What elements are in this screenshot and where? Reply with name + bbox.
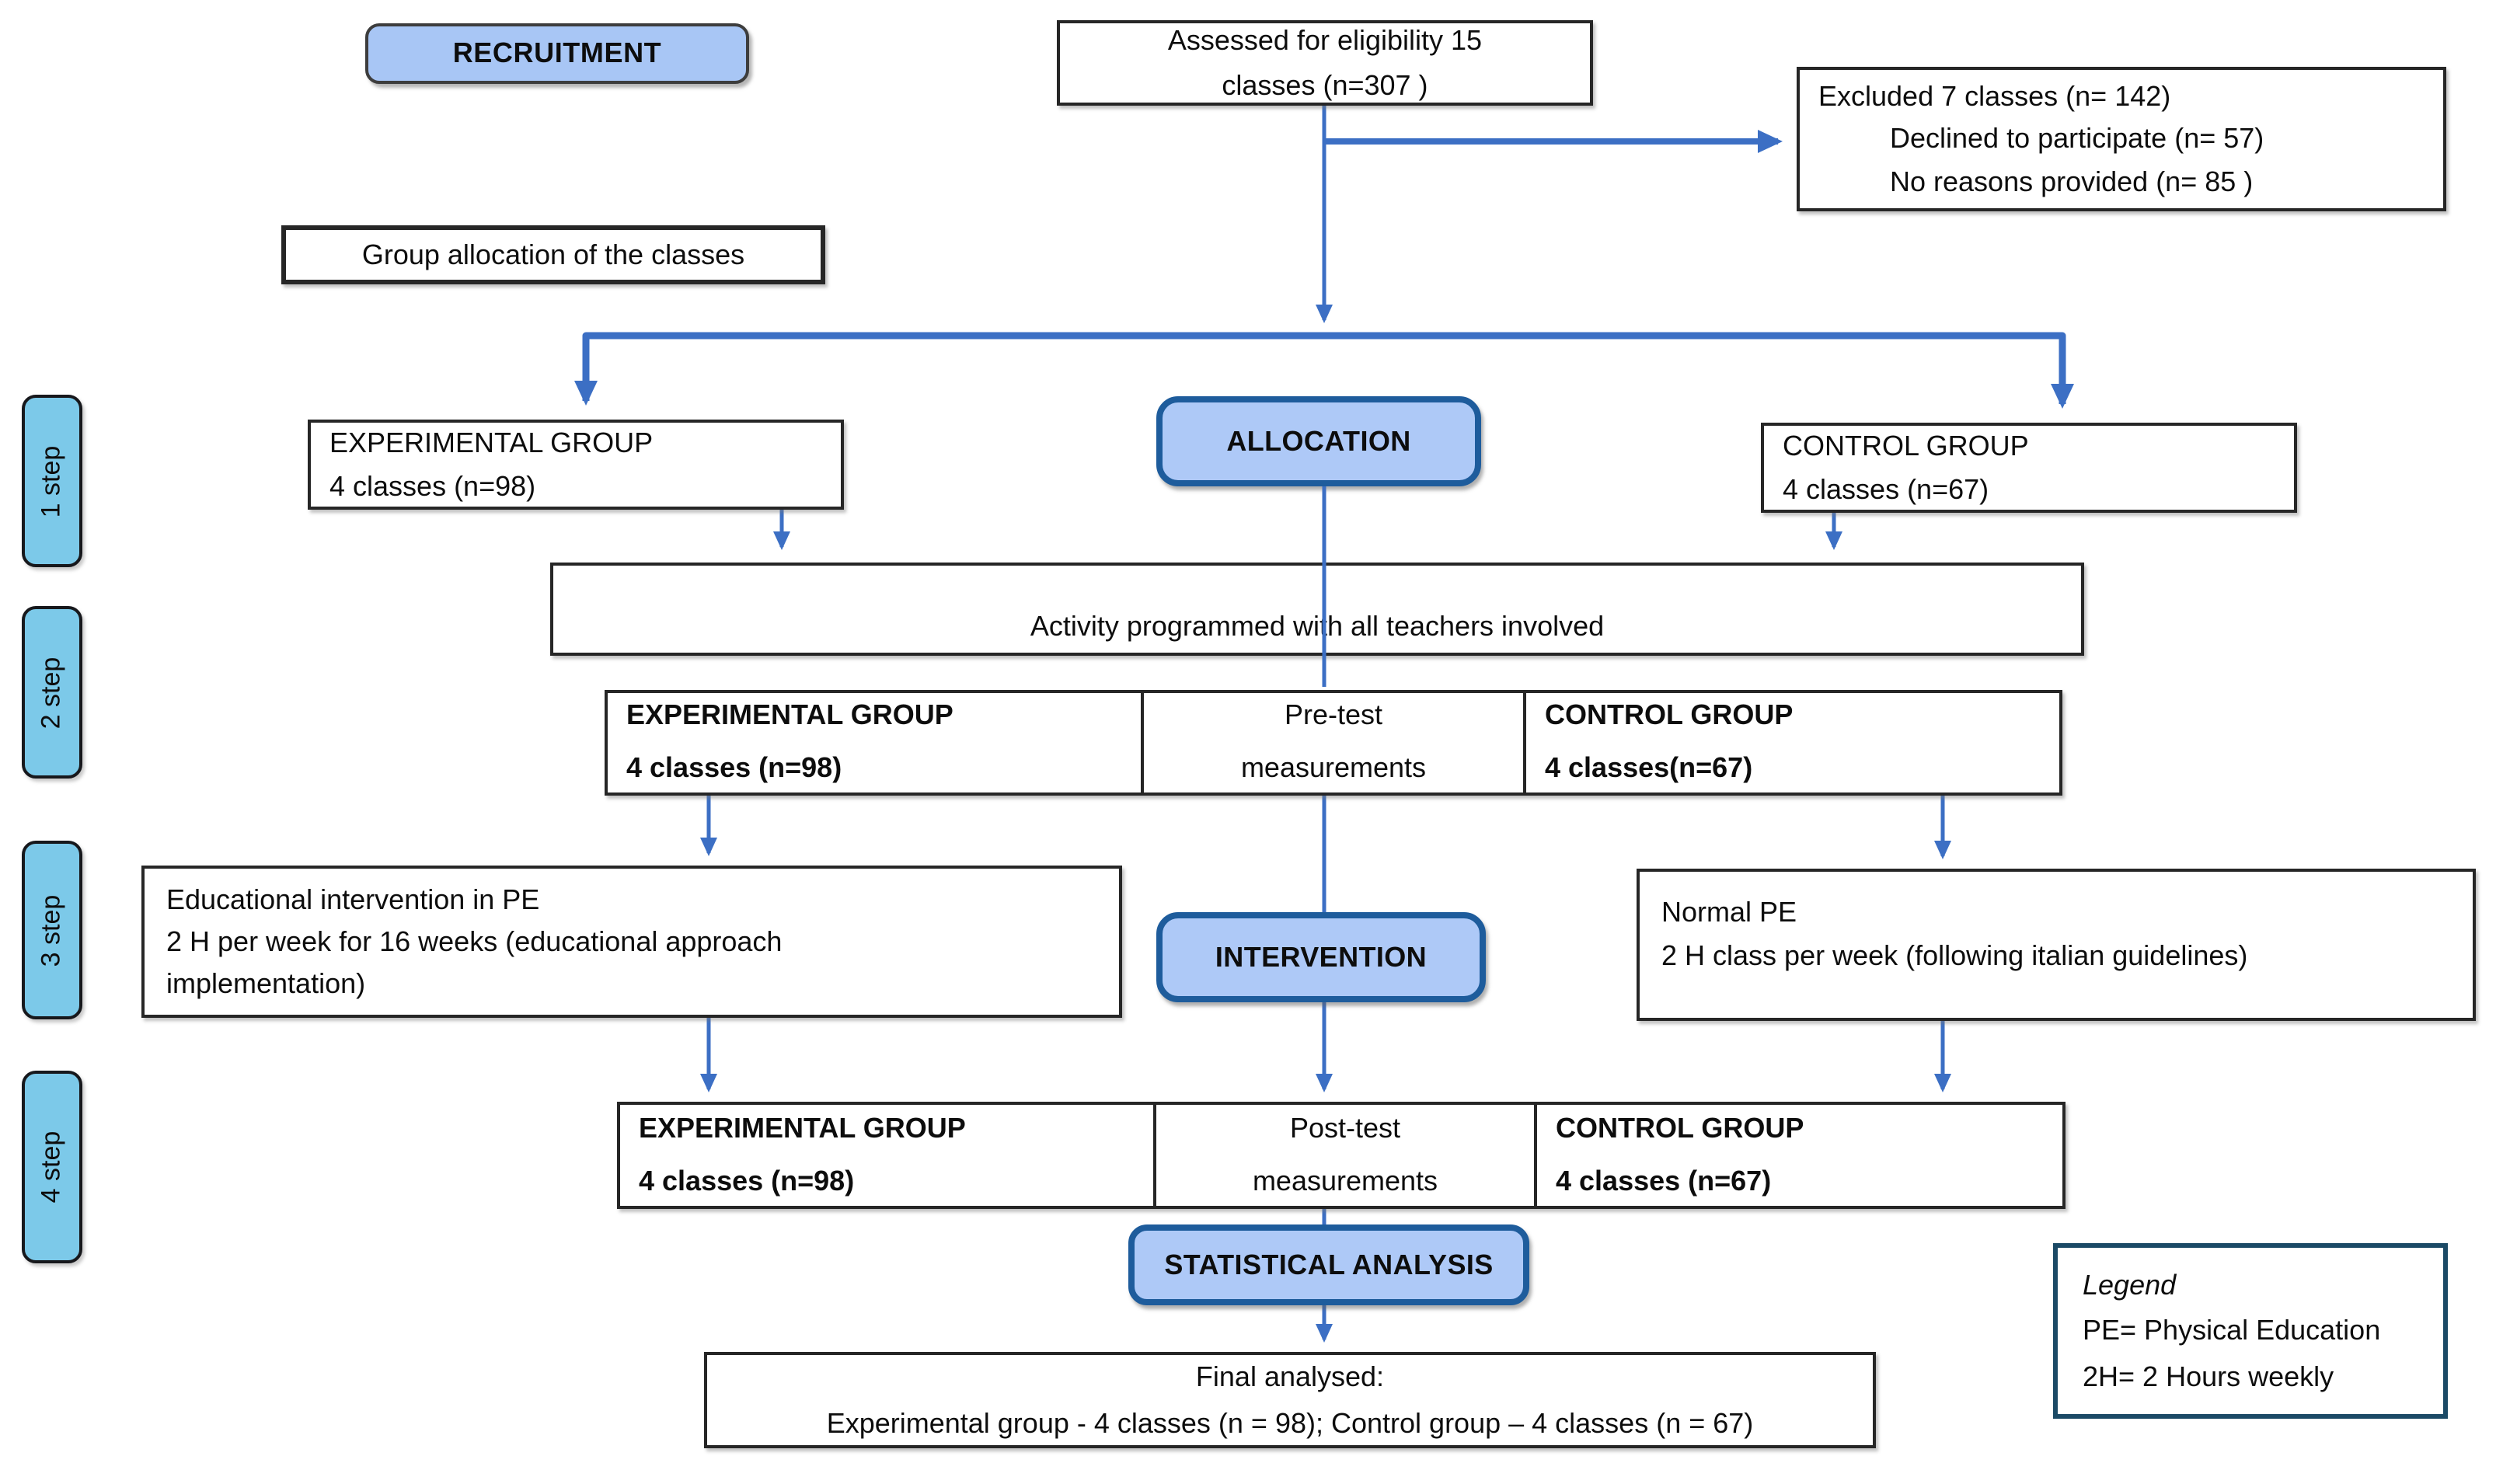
- final-analysed-line-1: Final analysed:: [1195, 1360, 1385, 1392]
- pretest-measurements-cell: Pre-test measurements: [1144, 693, 1526, 793]
- edu-intervention-line-2: 2 H per week for 16 weeks (educational a…: [166, 925, 783, 957]
- pretest-row: EXPERIMENTAL GROUP 4 classes (n=98) Pre-…: [605, 690, 2062, 796]
- assessed-line-1: Assessed for eligibility 15: [1167, 25, 1483, 57]
- excluded-box: Excluded 7 classes (n= 142) Declined to …: [1797, 67, 2446, 211]
- legend-item-2h: 2H= 2 Hours weekly: [2083, 1360, 2334, 1392]
- control-group-line-1: CONTROL GROUP: [1783, 430, 2029, 462]
- control-group-box: CONTROL GROUP 4 classes (n=67): [1761, 423, 2297, 513]
- step-badge-1-label: 1 step: [37, 444, 66, 517]
- group-allocation-label: Group allocation of the classes: [361, 239, 745, 270]
- pretest-ctrl-line-1: CONTROL GROUP: [1545, 699, 1794, 731]
- experimental-group-box: EXPERIMENTAL GROUP 4 classes (n=98): [308, 420, 844, 510]
- step-badge-2-label: 2 step: [37, 656, 66, 729]
- legend-title: Legend: [2083, 1270, 2177, 1301]
- excluded-line-3: No reasons provided (n= 85 ): [1890, 165, 2254, 197]
- posttest-ctrl-line-2: 4 classes (n=67): [1556, 1165, 1772, 1196]
- posttest-mid-line-1: Post-test: [1289, 1112, 1401, 1144]
- edu-intervention-line-1: Educational intervention in PE: [166, 883, 540, 915]
- group-allocation-box: Group allocation of the classes: [281, 225, 825, 284]
- posttest-control-cell: CONTROL GROUP 4 classes (n=67): [1537, 1105, 2062, 1206]
- final-analysed-box: Final analysed: Experimental group - 4 c…: [704, 1352, 1876, 1448]
- step-badge-2: 2 step: [22, 606, 82, 779]
- step-badge-3: 3 step: [22, 841, 82, 1019]
- pretest-mid-line-1: Pre-test: [1284, 699, 1383, 731]
- step-badge-4: 4 step: [22, 1071, 82, 1263]
- pretest-exp-line-1: EXPERIMENTAL GROUP: [626, 699, 953, 731]
- intervention-stage-label: INTERVENTION: [1215, 941, 1428, 972]
- edu-intervention-line-3: implementation): [166, 968, 366, 1000]
- posttest-measurements-cell: Post-test measurements: [1156, 1105, 1537, 1206]
- assessed-box: Assessed for eligibility 15 classes (n=3…: [1057, 20, 1593, 106]
- allocation-stage-label: ALLOCATION: [1226, 425, 1411, 456]
- posttest-mid-line-2: measurements: [1252, 1165, 1438, 1196]
- assessed-line-2: classes (n=307 ): [1222, 69, 1428, 100]
- activity-box: Activity programmed with all teachers in…: [550, 563, 2084, 656]
- educational-intervention-box: Educational intervention in PE 2 H per w…: [141, 866, 1122, 1018]
- step-badge-4-label: 4 step: [37, 1130, 66, 1204]
- statistical-analysis-label: STATISTICAL ANALYSIS: [1164, 1249, 1494, 1280]
- allocation-stage-badge: ALLOCATION: [1156, 396, 1481, 486]
- intervention-stage-badge: INTERVENTION: [1156, 912, 1486, 1002]
- posttest-row: EXPERIMENTAL GROUP 4 classes (n=98) Post…: [617, 1102, 2066, 1209]
- pretest-control-cell: CONTROL GROUP 4 classes(n=67): [1526, 693, 2059, 793]
- posttest-experimental-cell: EXPERIMENTAL GROUP 4 classes (n=98): [620, 1105, 1156, 1206]
- statistical-analysis-stage-badge: STATISTICAL ANALYSIS: [1128, 1224, 1529, 1305]
- pretest-experimental-cell: EXPERIMENTAL GROUP 4 classes (n=98): [608, 693, 1144, 793]
- final-analysed-line-2: Experimental group - 4 classes (n = 98);…: [826, 1408, 1754, 1439]
- legend-item-pe: PE= Physical Education: [2083, 1315, 2381, 1346]
- recruitment-stage-badge: RECRUITMENT: [365, 23, 749, 84]
- experimental-group-line-2: 4 classes (n=98): [329, 471, 536, 502]
- legend-box: Legend PE= Physical Education 2H= 2 Hour…: [2053, 1243, 2448, 1419]
- control-group-line-2: 4 classes (n=67): [1783, 474, 1989, 505]
- step-badge-3-label: 3 step: [37, 894, 66, 967]
- pretest-exp-line-2: 4 classes (n=98): [626, 752, 842, 783]
- normal-pe-line-2: 2 H class per week (following italian gu…: [1661, 940, 2248, 972]
- posttest-ctrl-line-1: CONTROL GROUP: [1556, 1112, 1804, 1144]
- pretest-ctrl-line-2: 4 classes(n=67): [1545, 752, 1753, 783]
- step-badge-1: 1 step: [22, 395, 82, 567]
- normal-pe-line-1: Normal PE: [1661, 897, 1797, 928]
- experimental-group-line-1: EXPERIMENTAL GROUP: [329, 427, 654, 458]
- distribution-bar: [582, 332, 2066, 392]
- posttest-exp-line-2: 4 classes (n=98): [639, 1165, 855, 1196]
- activity-label: Activity programmed with all teachers in…: [1030, 610, 1605, 642]
- pretest-mid-line-2: measurements: [1240, 752, 1427, 783]
- normal-pe-box: Normal PE 2 H class per week (following …: [1637, 869, 2476, 1021]
- excluded-line-2: Declined to participate (n= 57): [1890, 123, 2264, 155]
- recruitment-stage-label: RECRUITMENT: [452, 37, 662, 68]
- excluded-line-1: Excluded 7 classes (n= 142): [1818, 81, 2171, 113]
- posttest-exp-line-1: EXPERIMENTAL GROUP: [639, 1112, 966, 1144]
